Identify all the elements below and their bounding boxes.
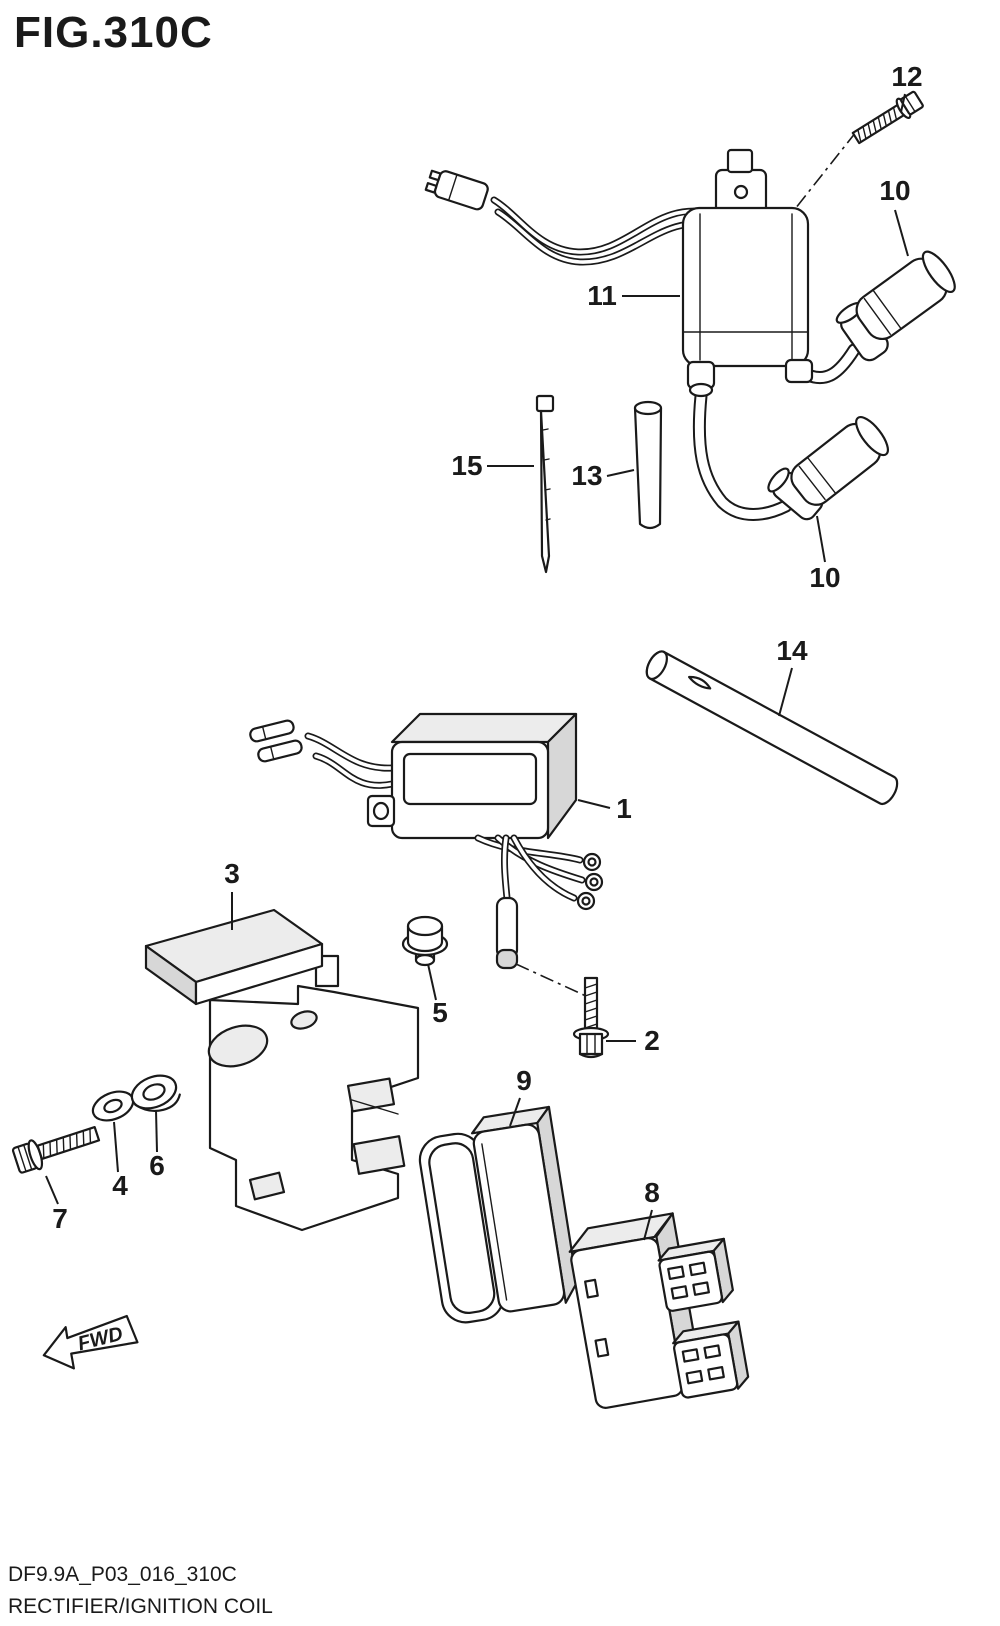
callout-10a: 10 [879, 175, 910, 206]
callout-leader-1 [577, 799, 611, 809]
collar-part-6 [130, 1074, 181, 1112]
callout-2: 2 [644, 1025, 660, 1056]
bracket-part-3 [144, 908, 420, 1232]
callout-13: 13 [571, 460, 602, 491]
callout-5: 5 [432, 997, 448, 1028]
callout-7: 7 [52, 1203, 68, 1234]
coil-connector-plug [424, 169, 489, 211]
relay-part-8 [568, 1212, 750, 1409]
callout-1: 1 [616, 793, 632, 824]
figure-caption: RECTIFIER/IGNITION COIL [8, 1594, 273, 1618]
callout-14: 14 [776, 635, 808, 666]
callout-leader-14 [778, 667, 793, 717]
rectifier-part-1 [249, 712, 604, 970]
ignition-coil-part-11 [424, 148, 861, 521]
footer: DF9.9A_P03_016_310C RECTIFIER/IGNITION C… [8, 1559, 273, 1622]
screw-part-2 [572, 976, 610, 1059]
callout-leader-4 [113, 1121, 119, 1173]
callout-8: 8 [644, 1177, 660, 1208]
callout-leader-6 [155, 1109, 158, 1153]
cdi-unit-part-9 [418, 1105, 578, 1324]
callout-4: 4 [112, 1170, 128, 1201]
callout-11: 11 [587, 280, 617, 311]
part-code: DF9.9A_P03_016_310C [8, 1563, 237, 1586]
centerline-screw2 [515, 963, 587, 997]
callout-6: 6 [149, 1150, 165, 1181]
tube-part-13 [633, 400, 663, 530]
grommet-part-5 [401, 915, 449, 967]
callout-10b: 10 [809, 562, 840, 593]
fwd-arrow-icon: FWD [42, 1314, 139, 1370]
callout-leader-10a [894, 209, 909, 257]
callout-leader-9 [509, 1097, 521, 1127]
callout-9: 9 [516, 1065, 532, 1096]
callout-leader-13 [606, 469, 635, 477]
screw-part-12 [851, 90, 924, 145]
callout-leader-10b [816, 515, 826, 563]
spark-plug-cap-part-10-upper [835, 250, 956, 362]
cable-tie-part-15 [535, 394, 555, 574]
callout-12: 12 [891, 61, 922, 92]
figure-title: FIG.310C [14, 8, 213, 57]
callout-leader-5 [427, 963, 437, 1001]
callout-3: 3 [224, 858, 240, 889]
washer-part-4 [91, 1090, 135, 1122]
coil-body [681, 206, 810, 368]
fwd-label: FWD [76, 1323, 126, 1355]
callout-leader-8 [643, 1209, 653, 1241]
callout-leader-7 [45, 1175, 59, 1205]
spark-plug-cap-part-10-lower [767, 416, 889, 521]
callout-15: 15 [451, 450, 482, 481]
bolt-part-7 [11, 1125, 101, 1174]
callout-leader-12 [900, 93, 906, 113]
sleeve-tube-part-14 [645, 650, 899, 805]
